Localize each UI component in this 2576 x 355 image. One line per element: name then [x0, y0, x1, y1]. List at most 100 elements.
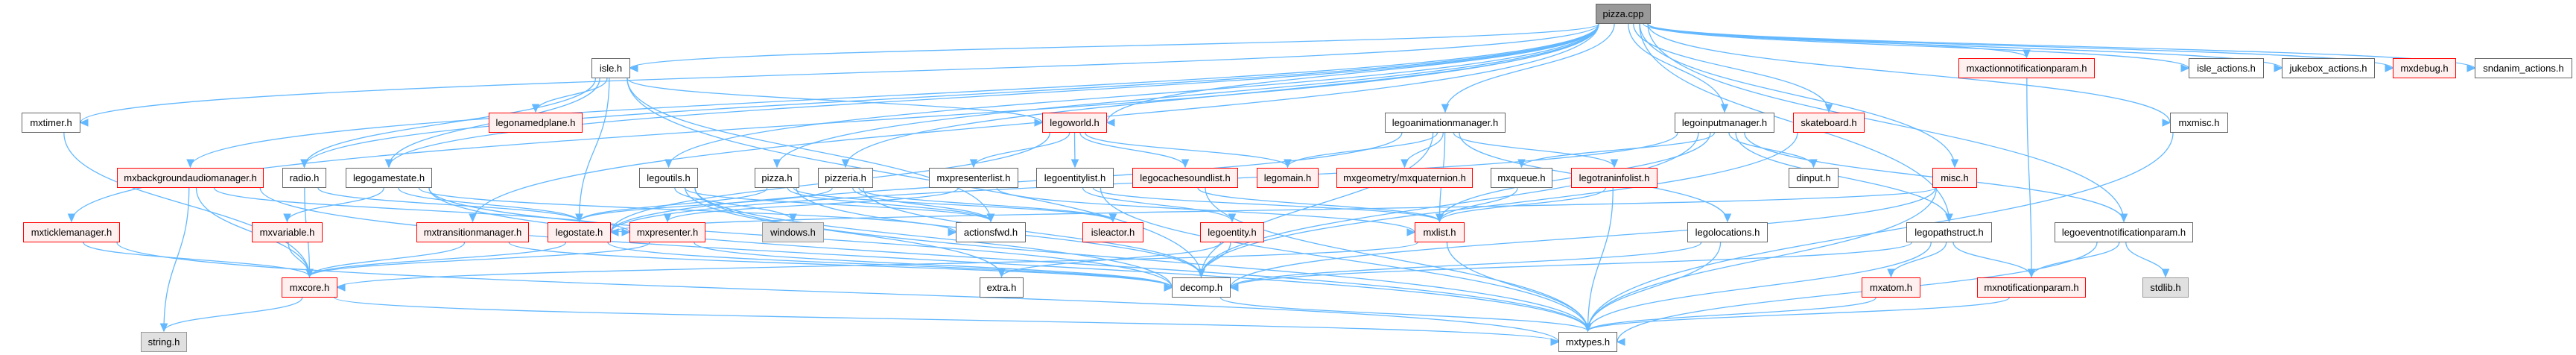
node-sndanim-actions-h[interactable]: sndanim_actions.h: [2475, 58, 2572, 78]
node-label: isle.h: [599, 63, 623, 74]
node-stdlib-h[interactable]: stdlib.h: [2142, 277, 2189, 298]
arrowhead-icon: [2385, 64, 2394, 72]
edge-pizza-cpp-to-legoeventnotificationparam-h: [1647, 23, 2125, 222]
node-mxticklemanager-h[interactable]: mxticklemanager.h: [23, 222, 120, 242]
node-actionsfwd-h[interactable]: actionsfwd.h: [956, 222, 1026, 242]
node-mxtypes-h[interactable]: mxtypes.h: [1558, 332, 1617, 352]
arrowhead-icon: [1070, 159, 1079, 169]
arrowhead-icon: [336, 283, 346, 292]
node-pizza-cpp[interactable]: pizza.cpp: [1596, 4, 1651, 24]
arrowhead-icon: [1616, 338, 1625, 346]
node-mxpresenter-h[interactable]: mxpresenter.h: [629, 222, 705, 242]
node-legolocations-h[interactable]: legolocations.h: [1687, 222, 1768, 242]
edge-misc-h-to-mxtypes-h: [1587, 187, 1938, 332]
node-pizza-h[interactable]: pizza.h: [755, 168, 799, 188]
node-label: radio.h: [289, 172, 320, 183]
node-label: isle_actions.h: [2197, 63, 2256, 74]
arrowhead-icon: [2119, 213, 2128, 223]
arrowhead-icon: [1229, 283, 1239, 292]
node-legogamestate-h[interactable]: legogamestate.h: [346, 168, 432, 188]
node-legocachesoundlist-h[interactable]: legocachesoundlist.h: [1132, 168, 1238, 188]
edge-legolocations-h-to-decomp-h: [1230, 242, 1702, 289]
node-dinput-h[interactable]: dinput.h: [1789, 168, 1839, 188]
edge-mxpresenterlist-h-to-mxpresenter-h: [667, 187, 959, 222]
node-label: legopathstruct.h: [1914, 227, 1984, 238]
node-label: skateboard.h: [1801, 117, 1857, 128]
node-misc-h[interactable]: misc.h: [1932, 168, 1977, 188]
node-label: pizzeria.h: [825, 172, 866, 183]
arrowhead-icon: [1720, 104, 1729, 113]
edge-mxpresenter-h-to-mxcore-h: [308, 242, 650, 277]
node-label: jukebox_actions.h: [2289, 63, 2367, 74]
node-extra-h[interactable]: extra.h: [980, 277, 1024, 298]
edge-pizza-cpp-to-radio-h: [303, 23, 1599, 168]
node-legoworld-h[interactable]: legoworld.h: [1042, 113, 1107, 133]
node-label: legoeventnotificationparam.h: [2061, 227, 2186, 238]
edge-pizza-cpp-to-mxbackgroundaudiomanager-h: [189, 23, 1599, 168]
edge-pizza-cpp-to-skateboard-h: [1633, 23, 1830, 113]
node-label: legostate.h: [555, 227, 603, 238]
node-label: pizza.cpp: [1602, 8, 1644, 19]
node-legonamedplane-h[interactable]: legonamedplane.h: [489, 113, 583, 133]
node-decomp-h[interactable]: decomp.h: [1172, 277, 1231, 298]
node-windows-h[interactable]: windows.h: [762, 222, 824, 242]
node-mxactionnotificationparam-h[interactable]: mxactionnotificationparam.h: [1958, 58, 2095, 78]
node-legopathstruct-h[interactable]: legopathstruct.h: [1906, 222, 1992, 242]
node-legomain-h[interactable]: legomain.h: [1257, 168, 1319, 188]
node-mxtimer-h[interactable]: mxtimer.h: [22, 113, 80, 133]
node-mxatom-h[interactable]: mxatom.h: [1862, 277, 1920, 298]
edge-legopathstruct-h-to-decomp-h: [1230, 242, 1912, 289]
edge-mxtimer-h-to-mxcore-h: [63, 132, 311, 277]
node-radio-h[interactable]: radio.h: [282, 168, 326, 188]
node-label: mxmisc.h: [2178, 117, 2220, 128]
node-isle-actions-h[interactable]: isle_actions.h: [2189, 58, 2264, 78]
node-mxbackgroundaudiomanager-h[interactable]: mxbackgroundaudiomanager.h: [117, 168, 264, 188]
node-pizzeria-h[interactable]: pizzeria.h: [818, 168, 873, 188]
arrowhead-icon: [159, 323, 168, 333]
edge-mxlist-h-to-mxtypes-h: [1446, 242, 1589, 332]
node-legostate-h[interactable]: legostate.h: [548, 222, 611, 242]
node-isle-h[interactable]: isle.h: [591, 58, 630, 78]
node-mxnotificationparam-h[interactable]: mxnotificationparam.h: [1977, 277, 2086, 298]
edge-mxticklemanager-h-to-mxtypes-h: [116, 242, 1559, 342]
edge-pizzeria-h-to-isleactor-h: [858, 187, 1114, 222]
edge-mxpresenterlist-h-to-mxlist-h: [996, 187, 1415, 233]
node-mxlist-h[interactable]: mxlist.h: [1415, 222, 1465, 242]
node-string-h[interactable]: string.h: [141, 332, 187, 352]
edge-radio-h-to-legostate-h: [317, 187, 580, 222]
edge-legoanimationmanager-h-to-mxquaternion-h: [1403, 132, 1444, 168]
node-mxtransitionmanager-h[interactable]: mxtransitionmanager.h: [416, 222, 529, 242]
edge-legoentity-h-to-decomp-h: [1200, 242, 1231, 277]
node-legoentity-h[interactable]: legoentity.h: [1200, 222, 1264, 242]
node-mxvariable-h[interactable]: mxvariable.h: [252, 222, 323, 242]
node-legoutils-h[interactable]: legoutils.h: [639, 168, 698, 188]
edge-mxtransitionmanager-h-to-mxcore-h: [308, 242, 466, 277]
arrowhead-icon: [283, 213, 291, 223]
node-skateboard-h[interactable]: skateboard.h: [1793, 113, 1865, 133]
edge-legoutils-h-to-windows-h: [674, 187, 794, 222]
edge-pizza-h-to-isleactor-h: [793, 187, 1114, 222]
node-legoeventnotificationparam-h[interactable]: legoeventnotificationparam.h: [2055, 222, 2193, 242]
node-legoinputmanager-h[interactable]: legoinputmanager.h: [1675, 113, 1774, 133]
node-mxpresenterlist-h[interactable]: mxpresenterlist.h: [929, 168, 1018, 188]
node-mxqueue-h[interactable]: mxqueue.h: [1491, 168, 1552, 188]
node-legoentitylist-h[interactable]: legoentitylist.h: [1036, 168, 1114, 188]
arrowhead-icon: [1164, 283, 1173, 292]
edge-pizzeria-h-to-actionsfwd-h: [852, 187, 992, 222]
edge-isle-h-to-legoworld-h: [626, 78, 1043, 123]
arrowhead-icon: [1181, 159, 1190, 169]
edge-legopathstruct-h-to-mxtypes-h: [1587, 242, 1932, 332]
node-label: legoworld.h: [1050, 117, 1100, 128]
edge-pizza-cpp-to-isle-h: [629, 23, 1599, 69]
node-mxdebug-h[interactable]: mxdebug.h: [2393, 58, 2456, 78]
node-label: isleactor.h: [1091, 227, 1135, 238]
edge-legotraninfolist-h-to-mxtypes-h: [1587, 187, 1614, 332]
node-mxmisc-h[interactable]: mxmisc.h: [2170, 113, 2228, 133]
node-isleactor-h[interactable]: isleactor.h: [1082, 222, 1143, 242]
node-legoanimationmanager-h[interactable]: legoanimationmanager.h: [1385, 113, 1506, 133]
node-mxquaternion-h[interactable]: mxgeometry/mxquaternion.h: [1336, 168, 1473, 188]
node-mxcore-h[interactable]: mxcore.h: [282, 277, 337, 298]
node-jukebox-actions-h[interactable]: jukebox_actions.h: [2282, 58, 2375, 78]
node-legotraninfolist-h[interactable]: legotraninfolist.h: [1571, 168, 1657, 188]
arrowhead-icon: [841, 159, 850, 169]
